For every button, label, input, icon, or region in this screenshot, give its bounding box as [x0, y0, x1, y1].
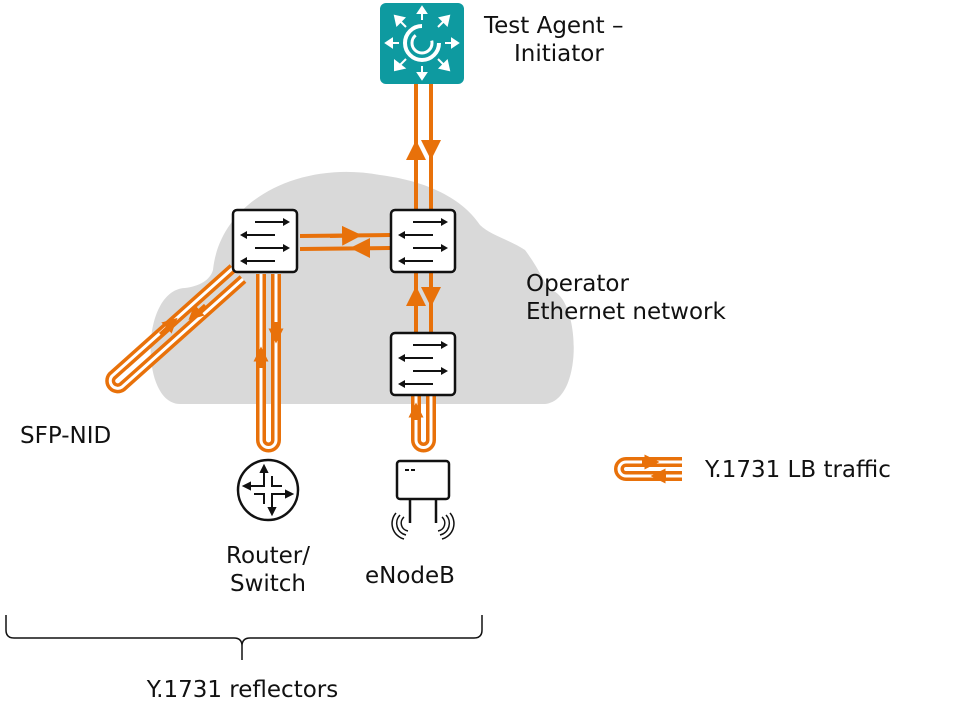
ethernet-switch-a-icon[interactable] [231, 208, 299, 274]
legend-label: Y.1731 LB traffic [705, 457, 891, 483]
cloud-label-line2: Ethernet network [526, 299, 726, 325]
router-icon[interactable] [236, 458, 300, 522]
test-agent-label: Test Agent – Initiator [484, 12, 624, 68]
test-agent-label-line2: Initiator [514, 41, 604, 67]
test-agent-icon[interactable] [380, 3, 464, 84]
router-label-line1: Router/ [226, 543, 310, 569]
loopback-traffic-icon [614, 454, 682, 484]
sfp-nid-label: SFP-NID [20, 423, 112, 449]
traffic-path-switch-c-to-enodeb [408, 395, 436, 453]
traffic-path-switch-b-to-switch-c [406, 271, 441, 332]
enodeb-icon[interactable] [391, 459, 455, 540]
cloud-label: Operator Ethernet network [526, 270, 726, 326]
test-agent-label-line1: Test Agent – [484, 13, 624, 39]
cloud-label-line1: Operator [526, 271, 629, 297]
reflectors-brace [5, 615, 483, 660]
traffic-path-agent-to-switch-b [406, 84, 441, 210]
router-label-line2: Switch [229, 571, 307, 597]
enodeb-label: eNodeB [365, 563, 455, 589]
router-label: Router/ Switch [208, 542, 328, 598]
traffic-path-switch-a-to-switch-b [299, 225, 391, 258]
reflectors-group-label: Y.1731 reflectors [146, 677, 339, 703]
ethernet-switch-c-icon[interactable] [389, 331, 457, 397]
traffic-path-switch-a-to-sfp-nid [105, 264, 247, 394]
traffic-path-switch-a-to-router [253, 274, 284, 453]
ethernet-switch-b-icon[interactable] [389, 208, 457, 274]
